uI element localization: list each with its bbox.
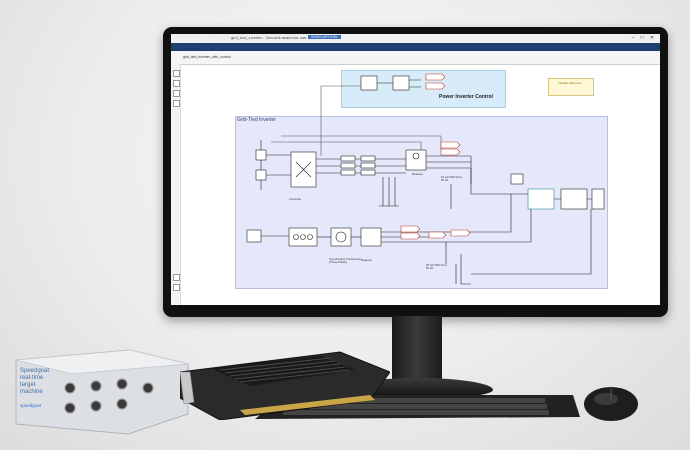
load-bottom-label: 25 mH 500 Vrms 60 Hz — [426, 263, 447, 271]
area-icon[interactable] — [173, 284, 180, 291]
target-machine-text-3: target — [20, 382, 36, 388]
zoom-icon[interactable] — [173, 70, 180, 77]
tab-debug[interactable]: DEBUG — [209, 35, 222, 39]
maximize-button[interactable]: □ — [640, 35, 644, 41]
tab-simulation[interactable]: SIMULATION — [179, 35, 202, 39]
fit-view-icon[interactable] — [173, 80, 180, 87]
toolstrip — [171, 51, 660, 65]
speedgoat-logo: speedgoat — [20, 403, 42, 408]
load-top-label: 15 mH 500 Vrms 60 Hz — [441, 175, 462, 183]
breadcrumb[interactable]: grid_tied_inverter_with_control — [183, 55, 231, 59]
measure-top-label: Measure — [412, 172, 423, 176]
target-machine-text-2: real-time — [20, 375, 44, 381]
tab-modeling[interactable]: MODELING — [233, 35, 253, 39]
target-machine-enclosure — [15, 349, 189, 435]
ribbon-tabs — [171, 43, 660, 51]
measure-bottom-label: Measure — [361, 258, 372, 262]
palette-sidebar — [171, 64, 181, 305]
target-machine-text-1: Speedgoat — [20, 368, 50, 374]
tab-simscape[interactable]: SIMSCAPE/HDL — [308, 35, 342, 39]
note-block-text: Double click here — [558, 81, 582, 85]
note-block[interactable] — [548, 78, 594, 96]
image-icon[interactable] — [173, 100, 180, 107]
power-inverter-control-label: Power Inverter Control — [439, 94, 493, 100]
minimize-button[interactable]: – — [631, 35, 635, 41]
pcie-card — [180, 351, 390, 420]
transformer-label: Two-Winding Transformer (Three-Phase) — [329, 257, 362, 265]
monitor-screen: grid_tied_inverter - Simulink academic u… — [171, 34, 660, 305]
annotation-icon[interactable] — [173, 274, 180, 281]
converter-label: Converter — [289, 197, 302, 201]
grid-tied-inverter-label: Grid-Tied Inverter — [237, 117, 276, 123]
window-title: grid_tied_inverter - Simulink academic u… — [231, 35, 307, 40]
monitor-stand-neck — [392, 316, 442, 386]
computer-mouse — [584, 387, 638, 421]
tab-apps[interactable]: APPS — [289, 35, 299, 39]
target-machine-text-4: machine — [20, 389, 43, 395]
tab-format[interactable]: FORMAT — [263, 35, 279, 39]
arrow-icon[interactable] — [173, 90, 180, 97]
close-button[interactable]: ✕ — [649, 35, 655, 41]
diagram-wiring — [246, 73, 605, 285]
